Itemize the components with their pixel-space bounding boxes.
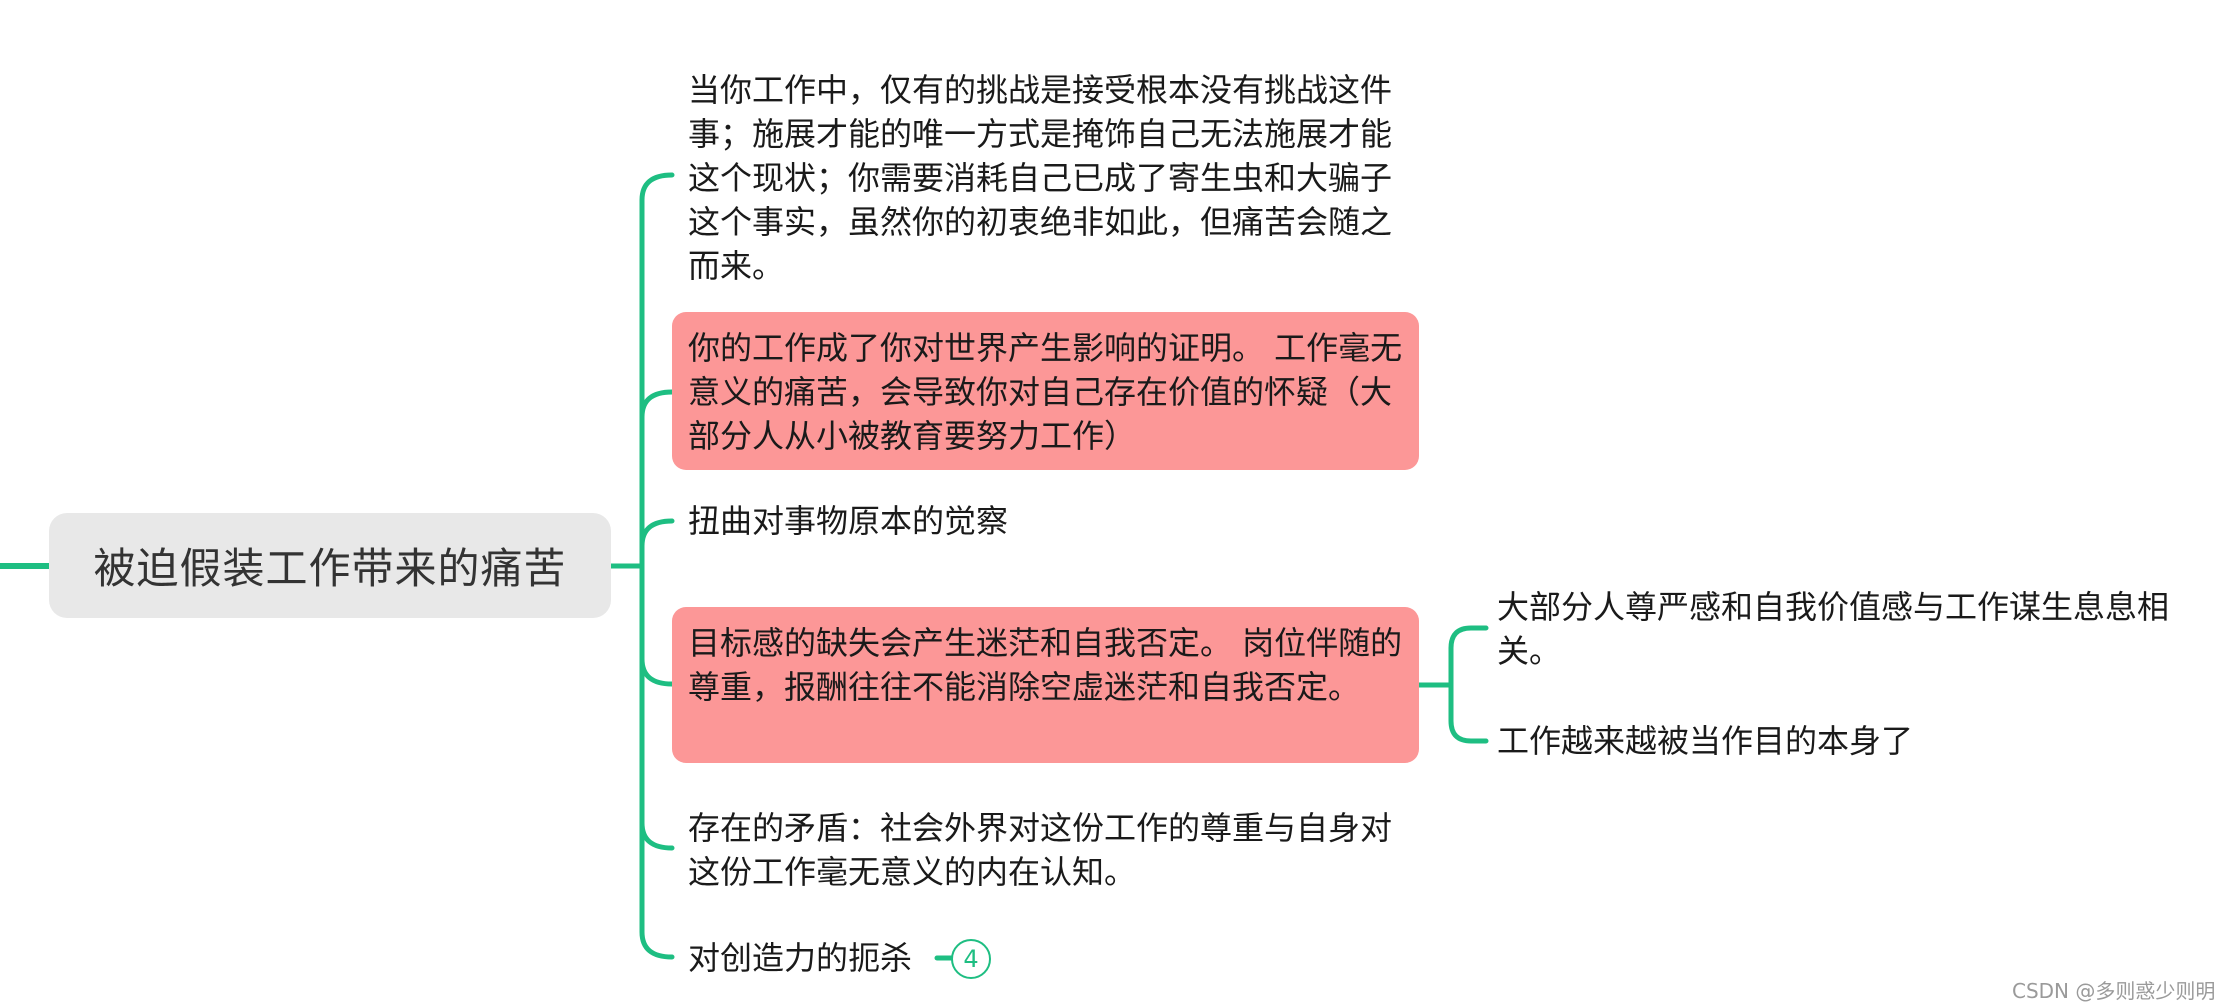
- topic-creativity-stifled[interactable]: 对创造力的扼杀: [688, 936, 948, 980]
- topic-label: 你的工作成了你对世界产生影响的证明。 工作毫无意义的痛苦，会导致你对自己存在价值…: [688, 329, 1403, 455]
- subtopic-work-as-end[interactable]: 工作越来越被当作目的本身了: [1497, 719, 2097, 763]
- expand-collapsed-badge[interactable]: 4: [951, 939, 991, 979]
- topic-label: 扭曲对事物原本的觉察: [688, 502, 1009, 540]
- topic-work-proof-of-impact[interactable]: 你的工作成了你对世界产生影响的证明。 工作毫无意义的痛苦，会导致你对自己存在价值…: [672, 312, 1419, 470]
- topic-distorted-perception[interactable]: 扭曲对事物原本的觉察: [688, 499, 1188, 543]
- root-topic-label: 被迫假装工作带来的痛苦: [93, 544, 567, 593]
- topic-label: 对创造力的扼杀: [688, 939, 913, 977]
- subtopic-label: 工作越来越被当作目的本身了: [1497, 722, 1914, 760]
- topic-label: 目标感的缺失会产生迷茫和自我否定。 岗位伴随的尊重，报酬往往不能消除空虚迷茫和自…: [688, 624, 1403, 706]
- topic-fake-challenge[interactable]: 当你工作中，仅有的挑战是接受根本没有挑战这件事；施展才能的唯一方式是掩饰自己无法…: [688, 68, 1398, 288]
- watermark: CSDN @多则惑少则明: [2012, 979, 2216, 1003]
- collapsed-count: 4: [963, 945, 979, 973]
- topic-label: 存在的矛盾：社会外界对这份工作的尊重与自身对这份工作毫无意义的内在认知。: [688, 809, 1393, 891]
- subtopic-label: 大部分人尊严感和自我价值感与工作谋生息息相关。: [1497, 588, 2170, 670]
- topic-label: 当你工作中，仅有的挑战是接受根本没有挑战这件事；施展才能的唯一方式是掩饰自己无法…: [688, 71, 1393, 285]
- root-topic[interactable]: 被迫假装工作带来的痛苦: [49, 513, 611, 618]
- topic-lack-of-purpose[interactable]: 目标感的缺失会产生迷茫和自我否定。 岗位伴随的尊重，报酬往往不能消除空虚迷茫和自…: [672, 607, 1419, 763]
- subtopic-dignity-tied-to-work[interactable]: 大部分人尊严感和自我价值感与工作谋生息息相关。: [1497, 585, 2212, 673]
- topic-existential-contradiction[interactable]: 存在的矛盾：社会外界对这份工作的尊重与自身对这份工作毫无意义的内在认知。: [688, 806, 1398, 894]
